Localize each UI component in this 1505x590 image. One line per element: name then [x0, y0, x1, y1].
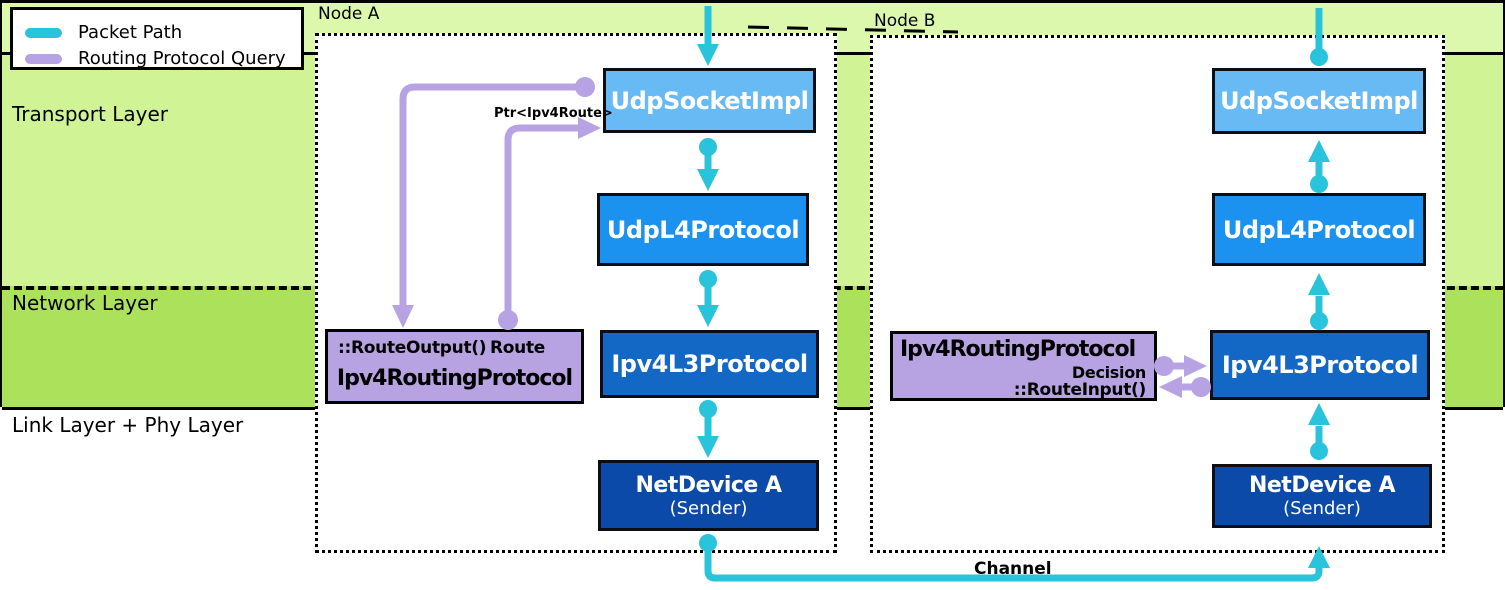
- decision-label: Decision: [1071, 363, 1146, 382]
- node-b-udp-l4-protocol-box: UdpL4Protocol: [1212, 193, 1426, 266]
- packet-path-swatch-icon: [25, 27, 62, 38]
- box-label: NetDevice A: [635, 472, 782, 498]
- routing-protocol-name: Ipv4RoutingProtocol: [336, 366, 573, 391]
- box-sublabel: (Sender): [1283, 498, 1361, 519]
- node-b-ipv4-routing-protocol-box: Ipv4RoutingProtocol Decision ::RouteInpu…: [890, 331, 1157, 401]
- box-sublabel: (Sender): [669, 497, 748, 519]
- node-a-title: Node A: [318, 4, 380, 24]
- routing-query-swatch-icon: [25, 53, 62, 64]
- node-a-udp-socket-impl-box: UdpSocketImpl: [603, 68, 816, 133]
- node-b-netdevice-box: NetDevice A (Sender): [1212, 464, 1432, 528]
- legend-label: Packet Path: [78, 22, 183, 43]
- channel-label: Channel: [974, 559, 1052, 579]
- route-label: Route: [489, 338, 545, 358]
- node-b-udp-socket-impl-box: UdpSocketImpl: [1212, 68, 1426, 134]
- box-label: Ipv4L3Protocol: [611, 350, 808, 378]
- box-label: NetDevice A: [1248, 473, 1396, 498]
- node-a-ipv4-routing-protocol-box: ::RouteOutput() Route Ipv4RoutingProtoco…: [325, 329, 584, 404]
- box-label: UdpSocketImpl: [1220, 87, 1418, 115]
- link-phy-layer-label: Link Layer + Phy Layer: [12, 413, 244, 437]
- legend: Packet Path Routing Protocol Query: [10, 7, 304, 70]
- legend-item-routing-query: Routing Protocol Query: [25, 48, 286, 69]
- route-output-label: ::RouteOutput(): [338, 338, 487, 358]
- legend-item-packet-path: Packet Path: [25, 22, 182, 43]
- node-b-ipv4-l3-protocol-box: Ipv4L3Protocol: [1210, 330, 1430, 400]
- box-label: UdpL4Protocol: [606, 215, 800, 244]
- legend-label: Routing Protocol Query: [78, 48, 286, 69]
- transport-layer-label: Transport Layer: [12, 102, 168, 126]
- node-a-netdevice-box: NetDevice A (Sender): [598, 460, 819, 531]
- network-layer-label: Network Layer: [12, 291, 158, 315]
- ptr-ipv4route-label: Ptr<Ipv4Route>: [494, 106, 613, 121]
- route-input-label: ::RouteInput(): [1013, 380, 1147, 400]
- box-label: Ipv4L3Protocol: [1221, 351, 1419, 379]
- box-label: UdpL4Protocol: [1222, 215, 1416, 244]
- routing-protocol-name: Ipv4RoutingProtocol: [900, 337, 1136, 362]
- node-a-ipv4-l3-protocol-box: Ipv4L3Protocol: [600, 330, 819, 398]
- box-label: UdpSocketImpl: [610, 86, 809, 115]
- node-b-title: Node B: [874, 11, 936, 31]
- node-a-udp-l4-protocol-box: UdpL4Protocol: [597, 193, 809, 266]
